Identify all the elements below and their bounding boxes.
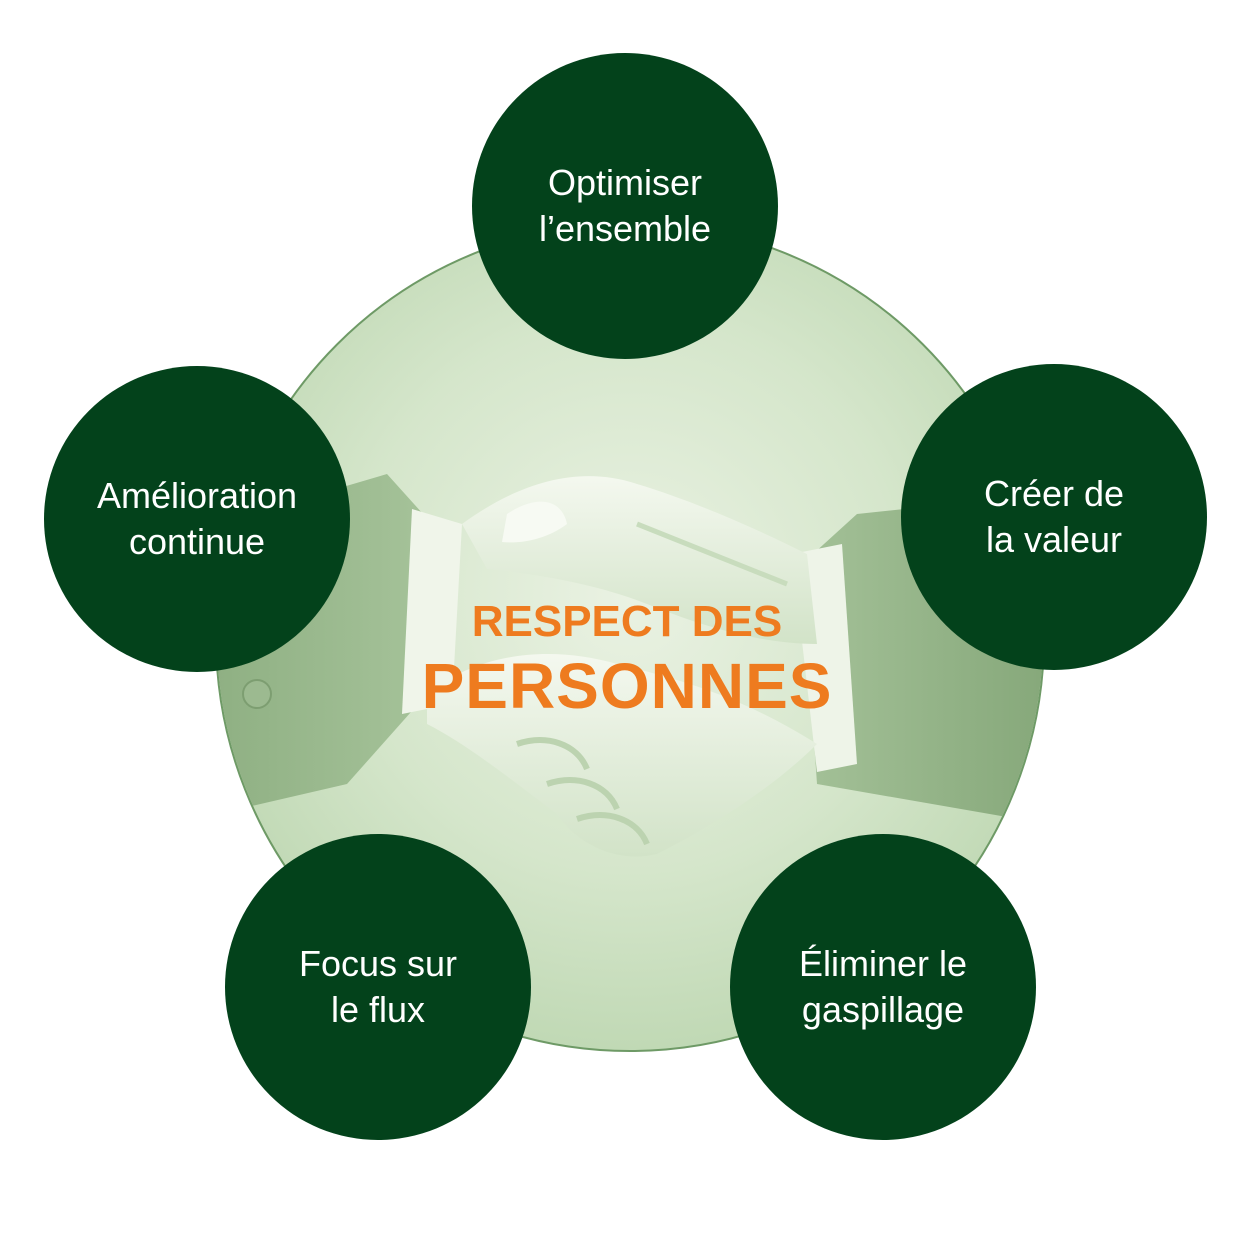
upper-hand-shape xyxy=(462,476,817,644)
sleeve-button-icon xyxy=(242,679,272,709)
finger-3 xyxy=(576,812,650,846)
knuckle-line xyxy=(636,521,788,587)
node-focus-flux: Focus sur le flux xyxy=(225,834,531,1140)
finger-2 xyxy=(546,777,620,811)
lower-hand-shape xyxy=(427,654,817,857)
thumb-shape xyxy=(502,501,567,543)
node-label: Créer de la valeur xyxy=(983,473,1125,560)
node-creer-valeur: Créer de la valeur xyxy=(901,364,1207,670)
node-eliminer-gaspillage: Éliminer le gaspillage xyxy=(730,834,1036,1140)
node-amelioration-continue: Amélioration continue xyxy=(44,366,350,672)
node-label: Éliminer le gaspillage xyxy=(798,943,968,1030)
finger-1 xyxy=(516,737,590,771)
left-cuff-shape xyxy=(402,509,462,714)
handshake-image xyxy=(217,474,1043,857)
node-optimiser-ensemble: Optimiser l’ensemble xyxy=(472,53,778,359)
node-label: Amélioration continue xyxy=(96,475,298,562)
node-label: Focus sur le flux xyxy=(298,943,458,1030)
node-label: Optimiser l’ensemble xyxy=(538,162,712,249)
